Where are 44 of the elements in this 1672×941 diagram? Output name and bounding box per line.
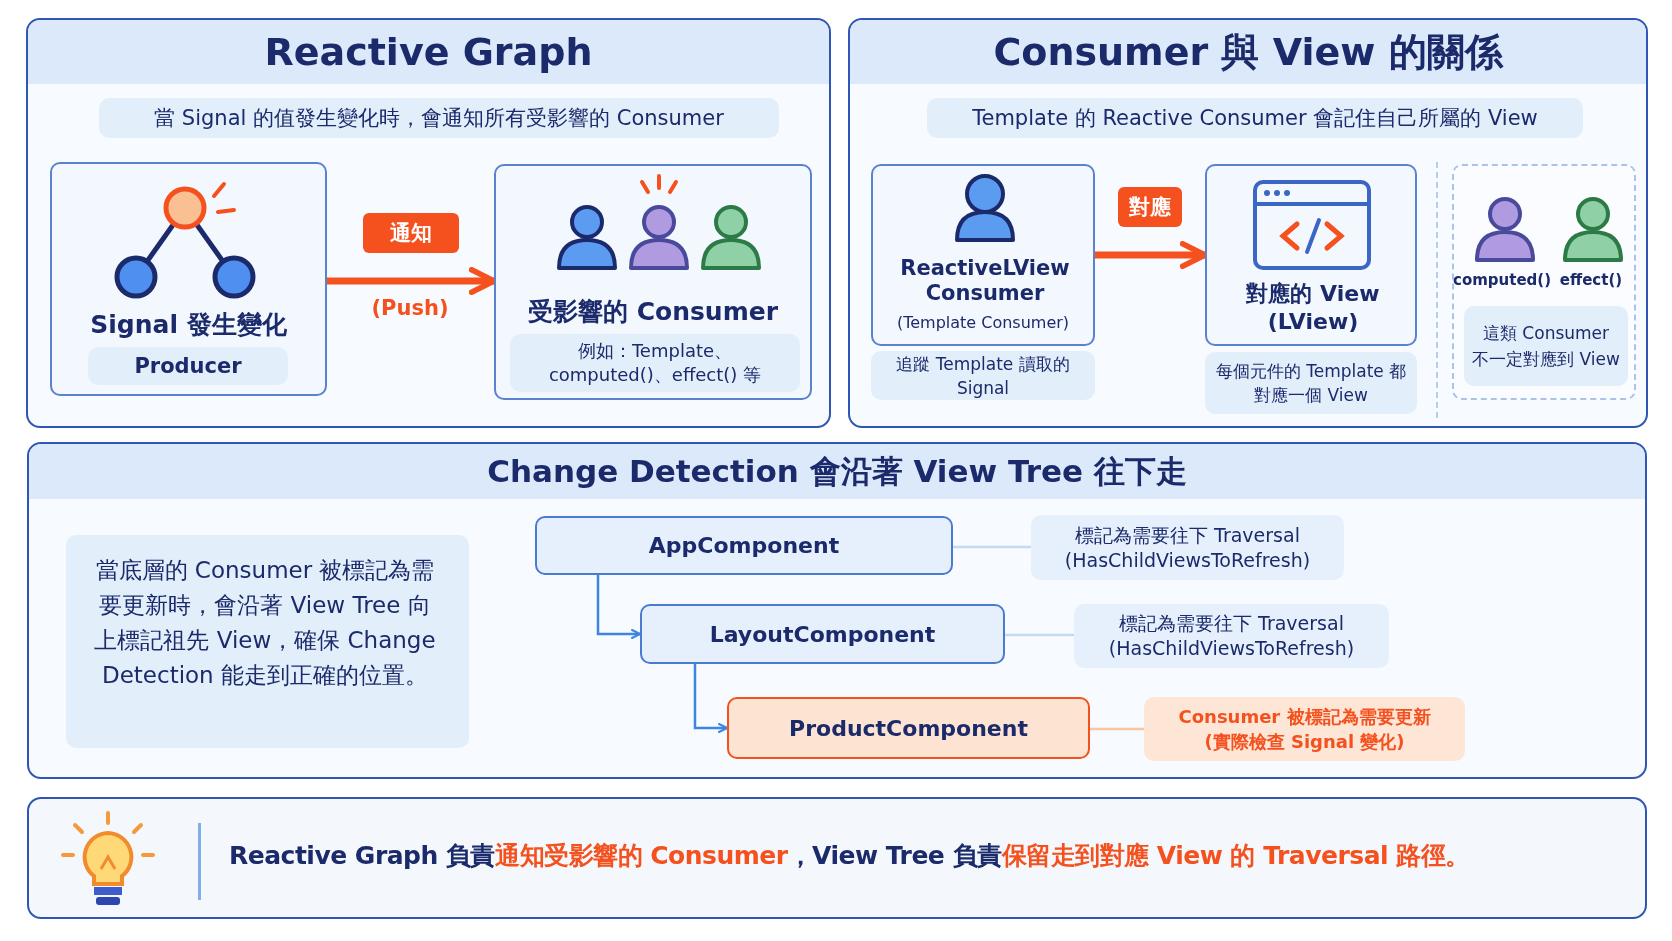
- note-pill: 這類 Consumer 不一定對應到 View: [1464, 306, 1628, 386]
- consumer-card: [494, 164, 812, 400]
- connector-line: [1005, 633, 1074, 637]
- subtitle-pill: Template 的 Reactive Consumer 會記住自己所屬的 View: [927, 98, 1583, 138]
- function-name: computed(): [1454, 270, 1550, 291]
- component-box: LayoutComponent: [640, 604, 1005, 664]
- caption-pill: 追蹤 Template 讀取的 Signal: [871, 351, 1095, 400]
- card-subtitle: (Template Consumer): [895, 311, 1071, 334]
- annotation-pill: Consumer 被標記為需要更新 (實際檢查 Signal 變化): [1144, 697, 1465, 761]
- card-title: ReactiveLView Consumer: [899, 255, 1071, 307]
- arrow: [596, 575, 641, 639]
- arrow: [693, 664, 728, 733]
- example-pill: 例如：Template、computed()、effect() 等: [510, 334, 800, 392]
- annotation-text: (Push): [370, 295, 450, 322]
- dashed-card: [1452, 164, 1636, 400]
- arrow: [1095, 241, 1208, 269]
- consumer-card: [871, 164, 1095, 346]
- panel: [27, 797, 1647, 919]
- card-title: 受影響的 Consumer: [526, 295, 779, 328]
- component-box: AppComponent: [535, 516, 953, 575]
- function-name: effect(): [1558, 270, 1624, 291]
- annotation-pill: 標記為需要往下 Traversal (HasChildViewsToRefresh): [1074, 604, 1389, 668]
- panel-title: Change Detection 會沿著 View Tree 往下走: [29, 444, 1645, 499]
- card-title: Signal 發生變化: [89, 308, 288, 341]
- connector-line: [953, 545, 1031, 549]
- summary-sentence: Reactive Graph 負責通知受影響的 Consumer，View Tree 負責保留走到對應 View 的 Traversal 路徑。: [229, 840, 1470, 872]
- edge-label: 通知: [363, 213, 459, 253]
- caption-pill: 每個元件的 Template 都對應一個 View: [1205, 352, 1417, 414]
- panel-title: Reactive Graph: [28, 20, 829, 84]
- panel: [848, 18, 1648, 428]
- panel: [26, 18, 831, 428]
- component-box: ProductComponent: [727, 697, 1090, 759]
- panel-title: Consumer 與 View 的關係: [850, 20, 1646, 84]
- note-text: 當底層的 Consumer 被標記為需要更新時，會沿著 View Tree 向上標記祖先 View，確保 Change Detection 能走到正確的位置。: [93, 556, 437, 690]
- subtitle-pill: 當 Signal 的值發生變化時，會通知所有受影響的 Consumer: [99, 98, 779, 138]
- panel: [27, 442, 1647, 779]
- card-title: 對應的 View (LView): [1245, 280, 1381, 336]
- edge-label: 對應: [1118, 187, 1182, 227]
- connector-line: [1090, 727, 1144, 731]
- arrow: [327, 267, 497, 295]
- producer-pill: Producer: [88, 347, 288, 385]
- view-card: [1205, 164, 1417, 346]
- producer-card: [50, 162, 327, 396]
- annotation-pill: 標記為需要往下 Traversal (HasChildViewsToRefresh): [1031, 515, 1344, 580]
